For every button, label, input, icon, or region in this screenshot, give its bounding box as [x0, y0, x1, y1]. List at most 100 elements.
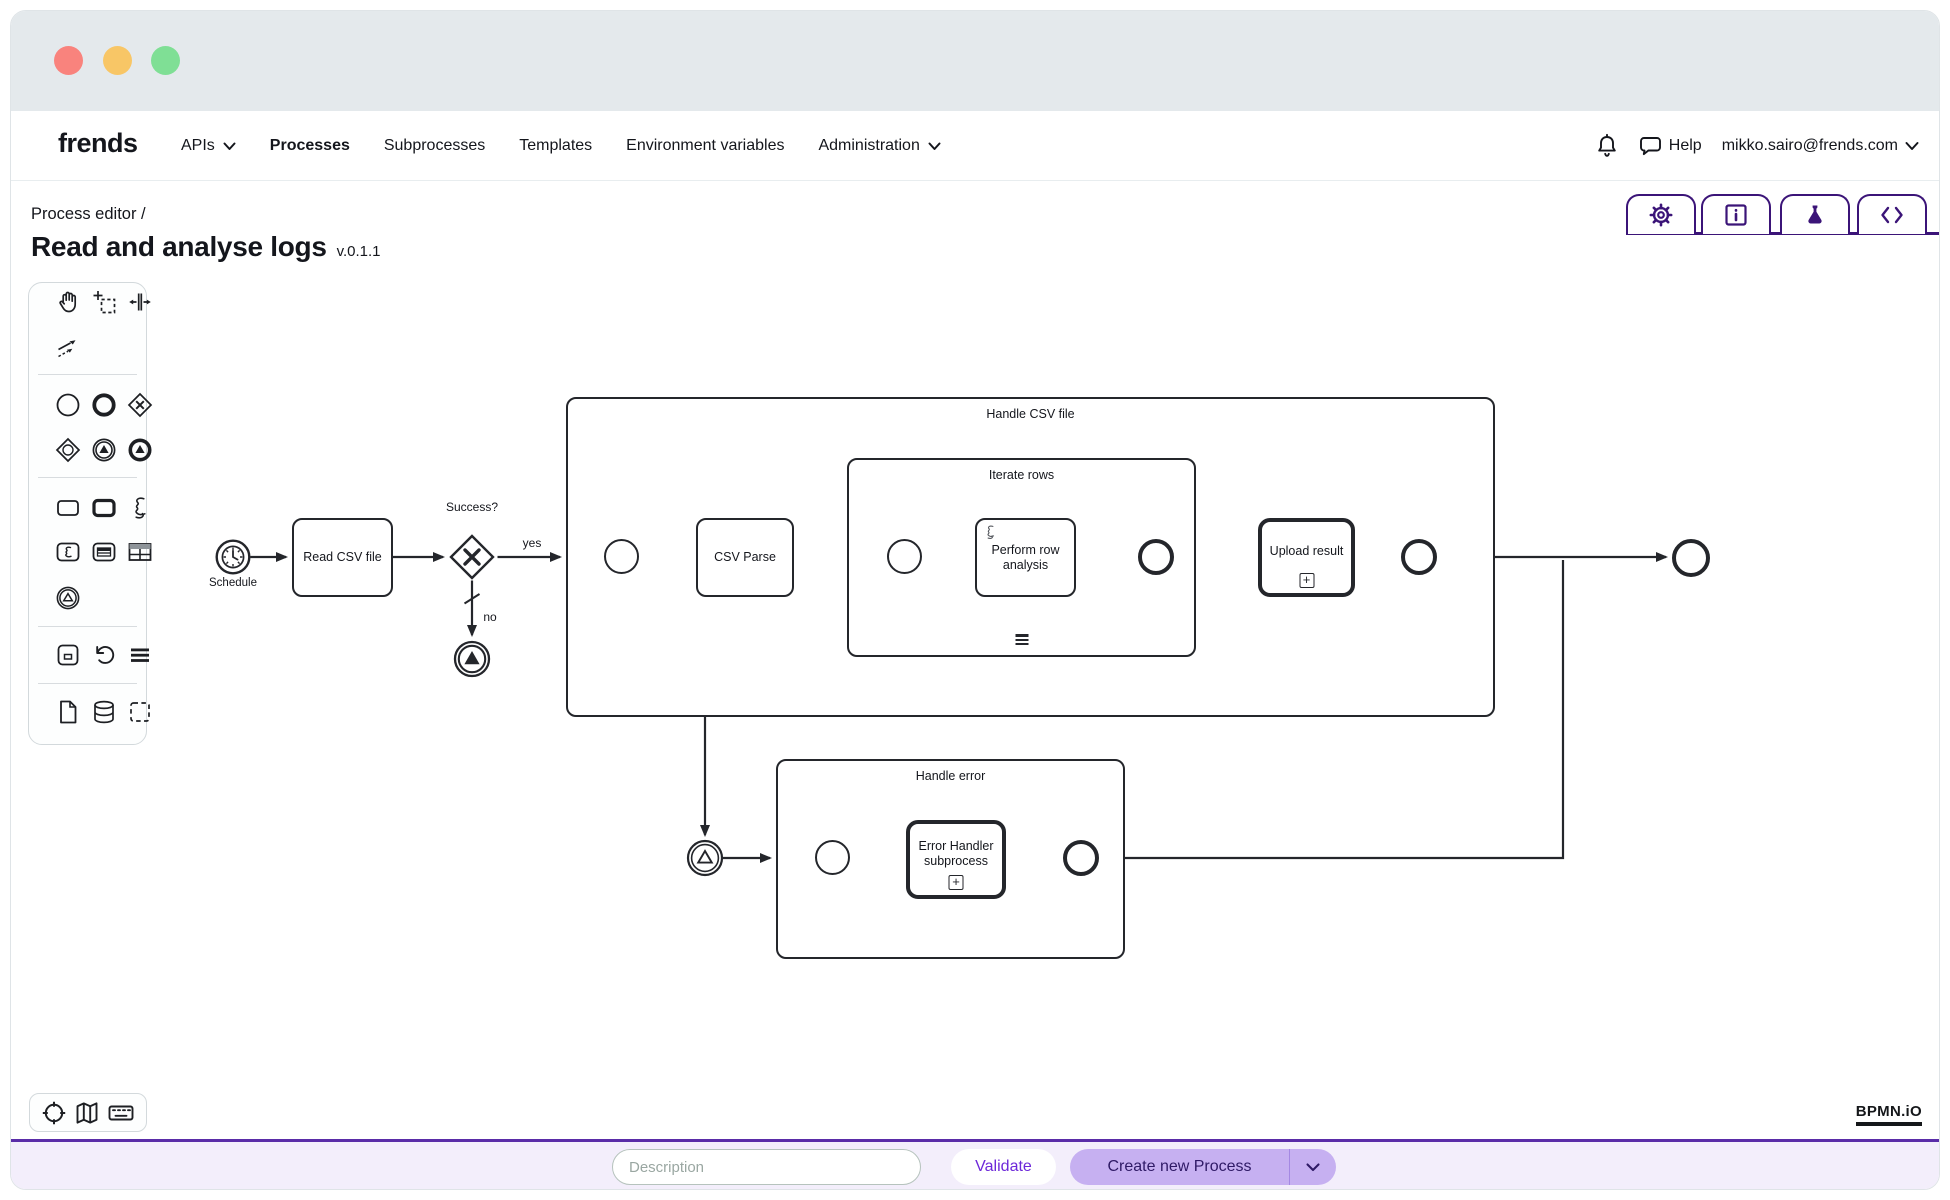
- signal-catch-event-icon[interactable]: [55, 585, 81, 611]
- global-connect-tool-icon[interactable]: [55, 334, 81, 360]
- chevron-down-icon: [928, 142, 941, 150]
- start-event[interactable]: [887, 539, 922, 574]
- flow-label-no: no: [483, 610, 497, 624]
- signal-throw-event-icon[interactable]: [91, 437, 117, 463]
- help-bubble-icon: [1639, 137, 1661, 156]
- chevron-down-icon: [223, 142, 236, 150]
- help-button[interactable]: Help: [1639, 135, 1702, 157]
- user-email: mikko.sairo@frends.com: [1721, 137, 1898, 154]
- exclusive-gateway-icon[interactable]: [127, 392, 153, 418]
- end-event[interactable]: [1138, 539, 1174, 575]
- frends-logo[interactable]: frends: [58, 128, 138, 158]
- end-event[interactable]: [1063, 840, 1099, 876]
- gear-icon: [1649, 203, 1673, 227]
- nav-item-administration[interactable]: Administration: [818, 137, 941, 155]
- footer-bar: Validate Create new Process: [11, 1139, 1939, 1189]
- notifications-bell-icon[interactable]: [1595, 133, 1619, 159]
- event-label: Schedule: [209, 577, 257, 589]
- expand-plus-marker[interactable]: +: [948, 875, 964, 890]
- table-icon[interactable]: [127, 539, 153, 565]
- chevron-down-icon: [1905, 142, 1919, 150]
- signal-end-event-icon[interactable]: [127, 437, 153, 463]
- timer-start-event-schedule[interactable]: [215, 539, 251, 575]
- chevron-down-icon: [1306, 1162, 1320, 1171]
- task-perform-row-analysis[interactable]: Perform row analysis: [975, 518, 1076, 597]
- create-process-options-button[interactable]: [1289, 1149, 1336, 1185]
- nav-item-templates[interactable]: Templates: [519, 137, 593, 154]
- bpmn-io-logo[interactable]: BPMN.iO: [1855, 1103, 1922, 1126]
- palette-separator: [38, 374, 137, 375]
- app-window: frends APIs Processes Subprocesses Templ…: [10, 10, 1940, 1190]
- subprocess-label: Iterate rows: [988, 468, 1055, 482]
- task-csv-parse[interactable]: CSV Parse: [696, 518, 794, 597]
- signal-throw-event[interactable]: [453, 640, 491, 678]
- tab-settings[interactable]: [1626, 194, 1696, 234]
- space-tool-icon[interactable]: [127, 289, 153, 315]
- canvas-controls: [29, 1093, 147, 1132]
- expand-plus-marker[interactable]: +: [1299, 573, 1314, 588]
- zoom-window-button[interactable]: [151, 46, 180, 75]
- top-navbar: frends APIs Processes Subprocesses Templ…: [11, 111, 1939, 181]
- nav-item-apis[interactable]: APIs: [181, 137, 236, 155]
- tab-code[interactable]: [1857, 194, 1927, 234]
- exclusive-gateway-success[interactable]: [449, 534, 495, 580]
- flow-handleerror-merge[interactable]: [1100, 560, 1565, 860]
- description-input[interactable]: [612, 1149, 921, 1185]
- gateway-label: Success?: [445, 500, 499, 514]
- save-icon[interactable]: [55, 642, 81, 668]
- keyboard-shortcuts-icon[interactable]: [107, 1100, 135, 1126]
- end-event[interactable]: [1401, 539, 1437, 575]
- sequential-multi-instance-marker: [1015, 634, 1028, 647]
- task-read-csv-file[interactable]: Read CSV file: [292, 518, 393, 597]
- start-event-icon[interactable]: [55, 392, 81, 418]
- nav-item-processes[interactable]: Processes: [269, 137, 350, 154]
- lasso-tool-icon[interactable]: [91, 289, 117, 315]
- nav-item-subprocesses[interactable]: Subprocesses: [383, 137, 486, 154]
- validate-button[interactable]: Validate: [951, 1149, 1056, 1185]
- event-based-gateway-icon[interactable]: [55, 437, 81, 463]
- navbar-right: Help mikko.sairo@frends.com: [1595, 111, 1919, 181]
- code-icon: [1881, 206, 1903, 224]
- timer-clock-icon: [215, 539, 251, 575]
- script-task-icon[interactable]: [55, 539, 81, 565]
- window-titlebar: [11, 11, 1939, 111]
- signal-catch-event[interactable]: [686, 839, 724, 877]
- hand-tool-icon[interactable]: [55, 289, 81, 315]
- minimize-window-button[interactable]: [103, 46, 132, 75]
- subprocess-label: Handle error: [915, 769, 986, 783]
- tab-info[interactable]: [1701, 194, 1771, 234]
- user-menu[interactable]: mikko.sairo@frends.com: [1722, 137, 1919, 155]
- final-end-event[interactable]: [1672, 539, 1710, 577]
- page-title: Read and analyse logs: [31, 231, 327, 262]
- select-area-icon[interactable]: [127, 699, 153, 725]
- main-menu: APIs Processes Subprocesses Templates En…: [181, 111, 941, 181]
- subprocess-error-handler[interactable]: Error Handler subprocess +: [906, 820, 1006, 899]
- page-title-row: Read and analyse logs v.0.1.1: [31, 231, 381, 263]
- minimap-icon[interactable]: [74, 1100, 100, 1126]
- task-icon[interactable]: [55, 495, 81, 521]
- new-document-icon[interactable]: [55, 699, 81, 725]
- start-event[interactable]: [604, 539, 639, 574]
- palette-separator: [38, 477, 137, 478]
- end-event-icon[interactable]: [91, 392, 117, 418]
- tab-test[interactable]: [1780, 194, 1850, 234]
- undo-icon[interactable]: [91, 642, 117, 668]
- close-window-button[interactable]: [54, 46, 83, 75]
- table-task-icon[interactable]: [91, 539, 117, 565]
- start-event[interactable]: [815, 840, 850, 875]
- create-new-process-button[interactable]: Create new Process: [1070, 1149, 1289, 1185]
- bpmn-palette: [28, 282, 153, 745]
- script-icon[interactable]: [127, 495, 153, 521]
- breadcrumb[interactable]: Process editor /: [31, 205, 146, 223]
- menu-icon[interactable]: [127, 642, 153, 668]
- subprocess-icon[interactable]: [91, 495, 117, 521]
- palette-separator: [38, 626, 137, 627]
- subprocess-upload-result[interactable]: Upload result +: [1258, 518, 1355, 597]
- database-icon[interactable]: [91, 699, 117, 725]
- create-process-split-button: Create new Process: [1070, 1149, 1336, 1185]
- nav-item-environment-variables[interactable]: Environment variables: [626, 137, 785, 154]
- default-flow-marker: [463, 593, 481, 605]
- reset-viewport-icon[interactable]: [41, 1100, 67, 1126]
- subprocess-label: Handle CSV file: [986, 407, 1075, 421]
- script-marker-icon: [987, 525, 995, 539]
